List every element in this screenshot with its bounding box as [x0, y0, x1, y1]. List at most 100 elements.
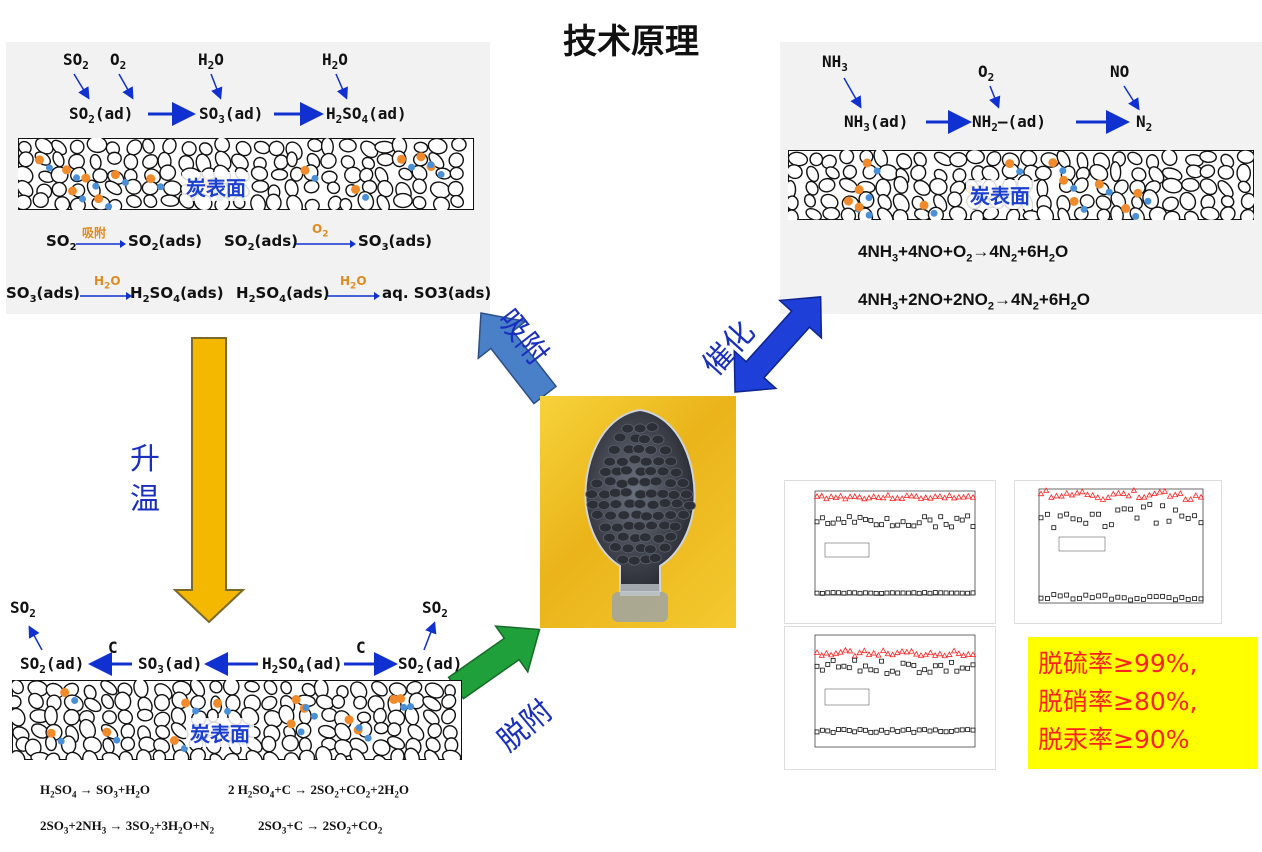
series-marker [954, 727, 960, 733]
pore-shape [1217, 164, 1235, 180]
pore-shape [326, 181, 341, 195]
series-marker [1187, 496, 1194, 502]
series-marker [879, 727, 884, 733]
series-marker [1147, 501, 1153, 507]
series-marker [814, 519, 820, 525]
reaction-3: SO3(ads) [6, 284, 81, 305]
pore-shape [12, 680, 24, 695]
series-marker [1153, 594, 1159, 599]
series-marker [814, 663, 820, 669]
series-marker [959, 590, 965, 596]
pore-shape [1199, 178, 1218, 196]
adsorbed-particle-orange [146, 174, 156, 184]
series-marker [1051, 525, 1057, 531]
carbon-surface-label: 炭表面 [182, 172, 250, 201]
series-marker [932, 663, 938, 669]
pore-shape [286, 151, 298, 168]
series-marker [927, 669, 933, 675]
series-marker [1104, 494, 1112, 500]
series-marker [1115, 594, 1121, 600]
series-marker [851, 493, 858, 499]
series-marker [846, 665, 852, 671]
adsorbed-particle-orange [854, 202, 864, 212]
pore-shape [153, 693, 170, 712]
pore-shape [822, 206, 841, 220]
pore-shape [209, 753, 224, 760]
series-marker [1089, 511, 1095, 517]
heating-arrow [172, 337, 246, 624]
adsorbed-particle-orange [62, 165, 72, 175]
pore-shape [970, 209, 985, 220]
species-nh3: NH3 [822, 52, 848, 75]
pore-shape [265, 193, 282, 210]
carbon-surface-label: 炭表面 [966, 180, 1034, 209]
mercury-removal-rate: 脱汞率≥90% [1038, 725, 1190, 754]
series-marker [970, 662, 976, 668]
reaction-4-condition: H2O [340, 274, 367, 292]
pore-shape [107, 151, 122, 165]
flask-with-pellets [584, 408, 696, 622]
adsorbed-particle-blue [45, 164, 53, 172]
pore-shape [451, 138, 467, 152]
adsorbed-particle-blue [437, 171, 445, 179]
pore-shape [142, 138, 155, 154]
series-marker [917, 495, 925, 501]
pore-shape [1240, 192, 1254, 210]
pore-shape [336, 685, 349, 699]
adsorbed-particle-orange [1059, 175, 1069, 185]
adsorbed-particle-blue [1070, 184, 1078, 192]
pore-shape [155, 724, 171, 740]
catalysis-arrow [733, 296, 823, 393]
adsorbed-particle-blue [364, 734, 372, 742]
series-marker [852, 519, 858, 525]
carbon-pellet [667, 490, 681, 500]
series-marker [846, 647, 854, 654]
series-marker [856, 493, 863, 500]
adsorbed-particle-orange [110, 170, 120, 180]
series-marker [1084, 491, 1091, 498]
series-marker [922, 514, 927, 520]
pore-shape [339, 197, 353, 210]
pore-shape [338, 138, 357, 153]
pore-shape [390, 748, 405, 760]
pore-shape [214, 138, 231, 153]
carbon-pellet [597, 500, 611, 511]
series-marker [970, 727, 976, 733]
nox-performance-chart [784, 626, 996, 770]
pore-shape [1109, 161, 1122, 182]
adsorbed-particle-blue [224, 707, 232, 715]
pore-shape [1179, 191, 1197, 211]
series-marker [1146, 491, 1153, 498]
adsorbed-particle-blue [408, 163, 416, 171]
pore-shape [54, 196, 71, 210]
pore-shape [356, 711, 372, 724]
series-marker [823, 649, 830, 656]
pore-shape [32, 192, 49, 209]
pore-shape [331, 694, 346, 709]
series-marker [1109, 522, 1114, 528]
panel-nh3-catalysis: NH3 O2 NO NH3(ad) NH2–(ad) N2 炭表面 4NH3+4… [780, 42, 1262, 314]
pore-shape [412, 195, 427, 210]
series-marker [911, 663, 917, 668]
pore-shape [283, 752, 300, 760]
series-marker [903, 492, 910, 499]
pore-shape [398, 167, 414, 181]
carbon-pellet [633, 423, 647, 434]
carbon-pellet [676, 478, 690, 488]
regen-equation-a: H2SO4 → SO3+H2O [40, 782, 150, 800]
series-marker [1096, 593, 1101, 599]
pore-shape [986, 151, 1002, 167]
pore-shape [877, 193, 892, 211]
carbon-pellet [599, 467, 612, 477]
pore-shape [1220, 153, 1235, 169]
released-so2-right: SO2 [422, 598, 448, 621]
series-marker [837, 492, 844, 499]
series-marker [1121, 506, 1127, 512]
series-marker [1198, 596, 1204, 602]
series-marker [954, 515, 960, 521]
pore-shape [189, 747, 207, 760]
series-marker [1160, 593, 1166, 599]
series-marker [911, 523, 917, 529]
pore-shape [18, 194, 32, 210]
series-marker [969, 493, 977, 500]
